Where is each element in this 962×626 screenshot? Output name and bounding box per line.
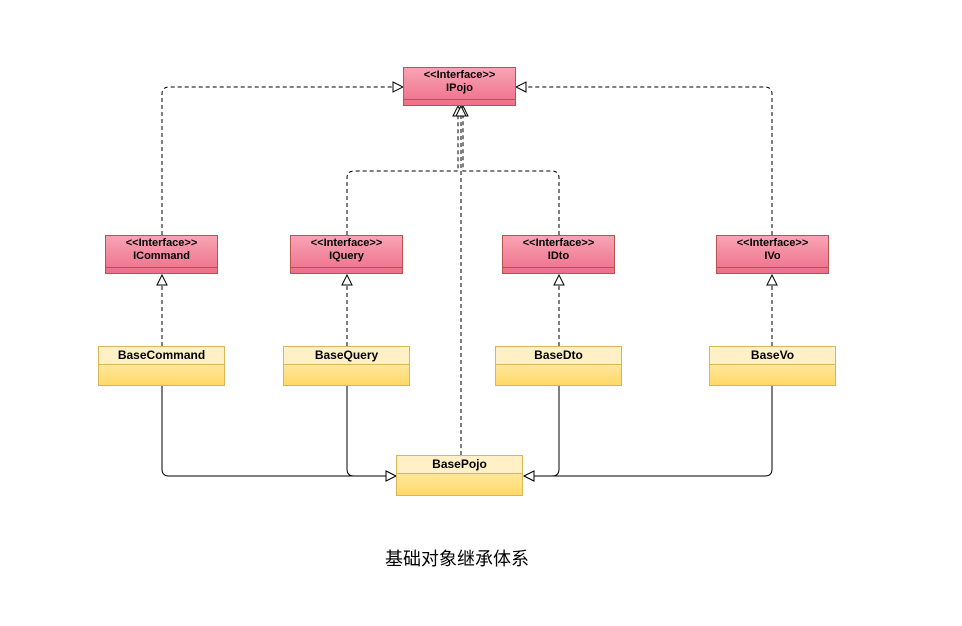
interface-name: IVo xyxy=(764,250,781,262)
edge-basecommand-basepojo xyxy=(161,386,396,476)
divider xyxy=(291,267,402,268)
class-name: BaseDto xyxy=(496,347,621,365)
class-basecommand[interactable]: BaseCommand xyxy=(98,346,225,386)
edge-basedto-basepojo xyxy=(524,386,560,476)
class-name: BasePojo xyxy=(397,456,522,474)
interface-iquery[interactable]: <<Interface>> IQuery xyxy=(290,235,403,274)
class-basequery[interactable]: BaseQuery xyxy=(283,346,410,386)
stereotype-label: <<Interface>> xyxy=(522,237,595,249)
class-name: BaseCommand xyxy=(99,347,224,365)
divider xyxy=(503,267,614,268)
edge-idto-ipojo xyxy=(463,106,560,235)
class-basedto[interactable]: BaseDto xyxy=(495,346,622,386)
edge-basequery-basepojo xyxy=(346,386,396,476)
interface-name: IQuery xyxy=(329,250,364,262)
interface-ivo[interactable]: <<Interface>> IVo xyxy=(716,235,829,274)
interface-name: IDto xyxy=(547,250,570,262)
edge-icommand-ipojo xyxy=(161,87,403,235)
interface-ivo-header: <<Interface>> IVo xyxy=(717,236,828,264)
diagram-caption: 基础对象继承体系 xyxy=(385,549,529,570)
interface-idto-header: <<Interface>> IDto xyxy=(503,236,614,264)
interface-icommand-header: <<Interface>> ICommand xyxy=(106,236,217,264)
class-name: BaseVo xyxy=(710,347,835,365)
class-basevo[interactable]: BaseVo xyxy=(709,346,836,386)
class-name: BaseQuery xyxy=(284,347,409,365)
interface-idto[interactable]: <<Interface>> IDto xyxy=(502,235,615,274)
class-basepojo[interactable]: BasePojo xyxy=(396,455,523,496)
interface-icommand[interactable]: <<Interface>> ICommand xyxy=(105,235,218,274)
divider xyxy=(106,267,217,268)
interface-name: IPojo xyxy=(446,82,473,94)
edge-ivo-ipojo xyxy=(516,87,773,235)
interface-name: ICommand xyxy=(133,250,190,262)
interface-iquery-header: <<Interface>> IQuery xyxy=(291,236,402,264)
edge-iquery-ipojo xyxy=(346,106,458,235)
edge-basevo-basepojo xyxy=(524,386,773,476)
divider xyxy=(717,267,828,268)
interface-ipojo-header: <<Interface>> IPojo xyxy=(404,68,515,96)
stereotype-label: <<Interface>> xyxy=(423,69,496,81)
stereotype-label: <<Interface>> xyxy=(736,237,809,249)
stereotype-label: <<Interface>> xyxy=(125,237,198,249)
interface-ipojo[interactable]: <<Interface>> IPojo xyxy=(403,67,516,106)
divider xyxy=(404,99,515,100)
stereotype-label: <<Interface>> xyxy=(310,237,383,249)
